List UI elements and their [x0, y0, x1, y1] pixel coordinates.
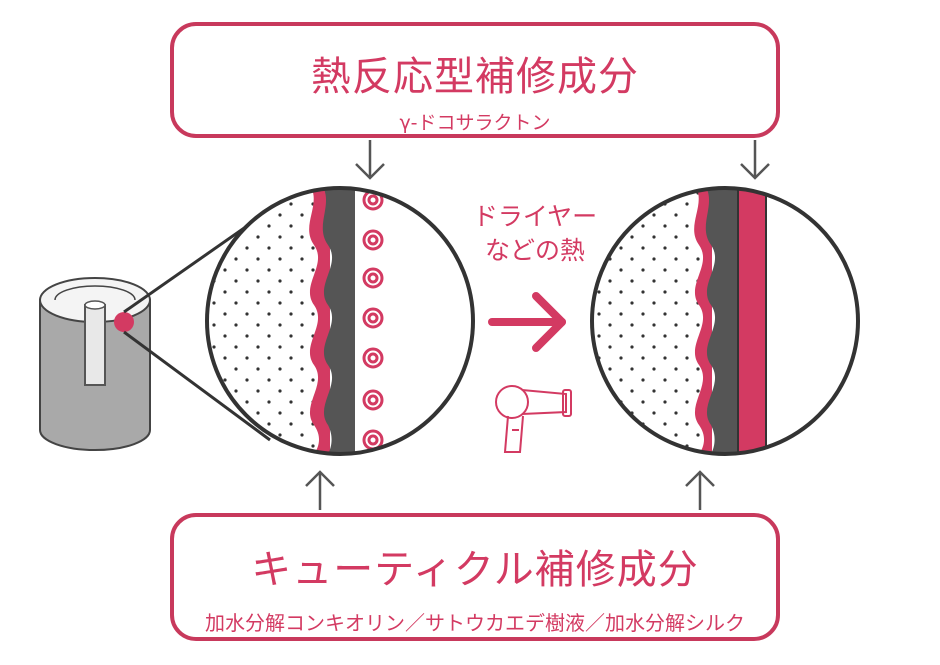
heat-reactive-ingredient: γ-ドコサラクトン	[399, 112, 551, 134]
heat-label-line1: ドライヤー	[472, 202, 598, 231]
heat-reactive-title: 熱反応型補修成分	[311, 54, 639, 100]
cuticle-repair-title: キューティクル補修成分	[251, 547, 699, 593]
heat-label: ドライヤー などの熱	[455, 200, 615, 268]
up-arrow-icon	[305, 470, 335, 510]
down-arrow-icon	[355, 140, 385, 180]
cuticle-repair-ingredients: 加水分解コンキオリン／サトウカエデ樹液／加水分解シルク	[205, 611, 745, 635]
heat-label-line2: などの熱	[484, 236, 585, 265]
cuticle-repair-component-box: キューティクル補修成分 加水分解コンキオリン／サトウカエデ樹液／加水分解シルク	[170, 513, 780, 641]
right-arrow-icon	[488, 292, 566, 352]
zoom-line-bottom	[123, 330, 271, 442]
down-arrow-icon	[740, 140, 770, 180]
repair-molecule-rings	[362, 189, 384, 451]
after-cross-section	[592, 188, 858, 454]
up-arrow-icon	[685, 470, 715, 510]
hair-strand-cutaway	[39, 277, 151, 451]
hair-dryer-icon	[495, 385, 572, 453]
heat-reactive-component-box: 熱反応型補修成分 γ-ドコサラクトン	[170, 22, 780, 138]
